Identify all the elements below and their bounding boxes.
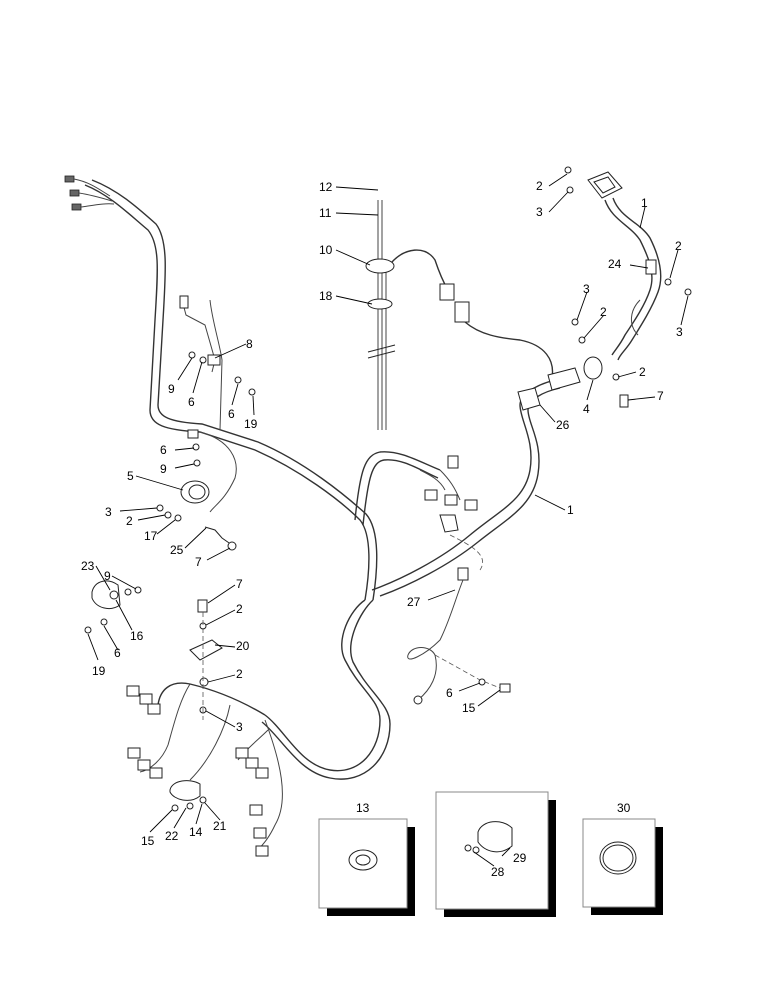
- lamp-assembly-23: [84, 580, 142, 634]
- upper-left-connectors: [64, 175, 115, 211]
- callout-2: 2: [236, 602, 243, 616]
- main-harness: [84, 179, 561, 851]
- callout-7: 7: [657, 389, 664, 403]
- callout-15: 15: [462, 701, 476, 715]
- callout-2: 2: [639, 365, 646, 379]
- callout-9: 9: [104, 569, 111, 583]
- callout-3: 3: [676, 325, 683, 339]
- callout-13: 13: [356, 801, 370, 815]
- callout-2: 2: [126, 514, 133, 528]
- callout-14: 14: [189, 825, 203, 839]
- inset-30: [582, 818, 663, 915]
- callout-9: 9: [160, 462, 167, 476]
- callout-numbers: 12 11 10 18 2 3 1 2 24 3 3 2 2 7 4 26 1 …: [81, 179, 683, 879]
- callout-23: 23: [81, 559, 95, 573]
- lamp-assembly-5: [156, 429, 237, 551]
- callout-2: 2: [675, 239, 682, 253]
- bracket-8: [179, 295, 256, 396]
- callout-30: 30: [617, 801, 631, 815]
- callout-2: 2: [536, 179, 543, 193]
- callout-6: 6: [228, 407, 235, 421]
- callout-6: 6: [160, 443, 167, 457]
- callout-19: 19: [92, 664, 106, 678]
- callout-6: 6: [188, 395, 195, 409]
- callout-19: 19: [244, 417, 258, 431]
- callout-4: 4: [583, 402, 590, 416]
- callout-20: 20: [236, 639, 250, 653]
- callout-7: 7: [236, 577, 243, 591]
- callout-28: 28: [491, 865, 505, 879]
- callout-11: 11: [319, 206, 332, 220]
- callout-2: 2: [236, 667, 243, 681]
- callout-18: 18: [319, 289, 333, 303]
- callout-9: 9: [168, 382, 175, 396]
- callout-3: 3: [583, 282, 590, 296]
- callout-3: 3: [536, 205, 543, 219]
- switch-assembly: [517, 166, 692, 411]
- callout-1: 1: [567, 503, 574, 517]
- sub-harness-27: [407, 534, 511, 705]
- callout-29: 29: [513, 851, 527, 865]
- callout-3: 3: [236, 720, 243, 734]
- callout-22: 22: [165, 829, 179, 843]
- callout-21: 21: [213, 819, 227, 833]
- callout-5: 5: [127, 469, 134, 483]
- callout-12: 12: [319, 180, 333, 194]
- callout-27: 27: [407, 595, 421, 609]
- callout-2: 2: [600, 305, 607, 319]
- leader-lines: [87, 173, 689, 833]
- callout-26: 26: [556, 418, 570, 432]
- callout-8: 8: [246, 337, 253, 351]
- center-connectors: [419, 455, 478, 533]
- callout-7: 7: [195, 555, 202, 569]
- callout-1: 1: [641, 196, 648, 210]
- sender-assembly: [365, 200, 554, 430]
- inset-28-29: [435, 791, 556, 917]
- inset-13: [318, 818, 415, 916]
- callout-10: 10: [319, 243, 333, 257]
- callout-3: 3: [105, 505, 112, 519]
- callout-16: 16: [130, 629, 144, 643]
- bolt-stack-center: [189, 599, 223, 720]
- callout-17: 17: [144, 529, 158, 543]
- callout-25: 25: [170, 543, 184, 557]
- callout-6: 6: [114, 646, 121, 660]
- callout-24: 24: [608, 257, 622, 271]
- callout-15: 15: [141, 834, 155, 848]
- callout-6: 6: [446, 686, 453, 700]
- bottom-left-connectors: [126, 685, 269, 857]
